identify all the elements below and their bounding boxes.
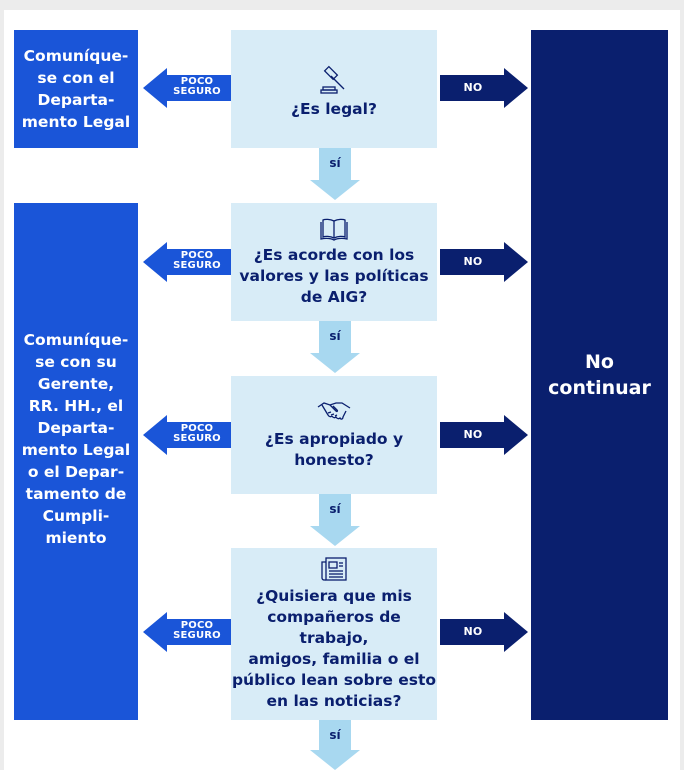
yes-label: sí: [329, 329, 341, 343]
no-label: NO: [463, 428, 483, 441]
question-values: ¿Es acorde con los valores y las polític…: [231, 203, 437, 321]
question-text: ¿Es acorde con los valores y las polític…: [239, 245, 429, 306]
unsure-label: POCO SEGURO: [173, 620, 221, 641]
newspaper-icon: [320, 556, 348, 582]
yes-label: sí: [329, 156, 341, 170]
question-text: ¿Es apropiado y honesto?: [264, 430, 404, 469]
handshake-icon: [316, 399, 352, 425]
yes-arrow-4: [310, 720, 360, 770]
unsure-arrow-1: [143, 68, 231, 108]
question-legal: ¿Es legal?: [231, 30, 437, 148]
no-arrow-1: [440, 68, 528, 108]
question-text: ¿Es legal?: [291, 99, 377, 118]
book-icon: [320, 217, 348, 241]
yes-arrow-2: [310, 321, 360, 373]
no-arrow-3: [440, 415, 528, 455]
yes-arrow-1: [310, 148, 360, 200]
unsure-label: POCO SEGURO: [173, 250, 221, 271]
no-label: NO: [463, 81, 483, 94]
unsure-arrow-3: [143, 415, 231, 455]
no-arrow-2: [440, 242, 528, 282]
no-label: NO: [463, 255, 483, 268]
question-text: ¿Quisiera que mis compañeros de trabajo,…: [231, 587, 437, 710]
gavel-icon: [319, 65, 349, 95]
yes-arrow-3: [310, 494, 360, 546]
do-not-proceed-box: No continuar: [531, 30, 668, 720]
unsure-arrow-2: [143, 242, 231, 282]
no-arrow-4: [440, 612, 528, 652]
yes-label: sí: [329, 728, 341, 742]
unsure-label: POCO SEGURO: [173, 76, 221, 97]
contact-legal-box: Comuníque- se con el Departa- mento Lega…: [14, 30, 138, 148]
question-news: ¿Quisiera que mis compañeros de trabajo,…: [231, 548, 437, 720]
contact-manager-box: Comuníque- se con su Gerente, RR. HH., e…: [14, 203, 138, 720]
question-honest: ¿Es apropiado y honesto?: [231, 376, 437, 494]
unsure-arrow-4: [143, 612, 231, 652]
unsure-label: POCO SEGURO: [173, 423, 221, 444]
yes-label: sí: [329, 502, 341, 516]
no-label: NO: [463, 625, 483, 638]
